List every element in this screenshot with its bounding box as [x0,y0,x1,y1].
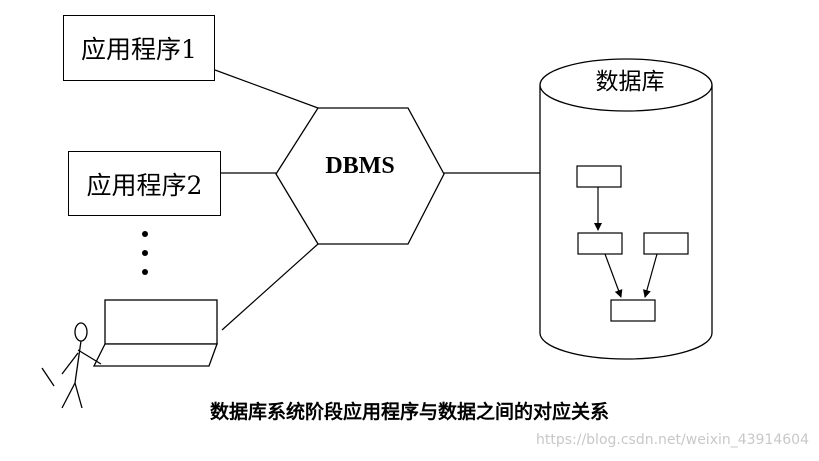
data-node-1 [576,165,622,188]
ellipsis-dot [142,250,148,256]
application-1-label: 应用程序1 [81,35,197,64]
watermark: https://blog.csdn.net/weixin_43914604 [535,432,809,448]
ellipsis-dot [142,269,148,275]
application-2-label: 应用程序2 [86,170,203,200]
user-figure-icon [41,322,102,409]
dbms-label: DBMS [325,153,395,179]
application-2-box: 应用程序2 [68,151,221,216]
arrow-node3-node4 [643,253,658,298]
application-1-box: 应用程序1 [63,15,215,81]
data-node-2 [577,232,623,255]
dbms-hexagon [275,107,445,245]
database-label: 数据库 [595,69,665,95]
data-node-4 [610,299,656,322]
arrow-node2-node4 [604,253,623,298]
terminal-icon [92,299,218,367]
connector-app1-dbms [214,69,319,109]
ellipsis-dot [142,231,148,237]
database-cylinder [539,58,713,360]
connector-terminal-dbms [221,243,319,331]
data-node-3 [643,232,689,255]
diagram-caption: 数据库系统阶段应用程序与数据之间的对应关系 [209,401,609,423]
